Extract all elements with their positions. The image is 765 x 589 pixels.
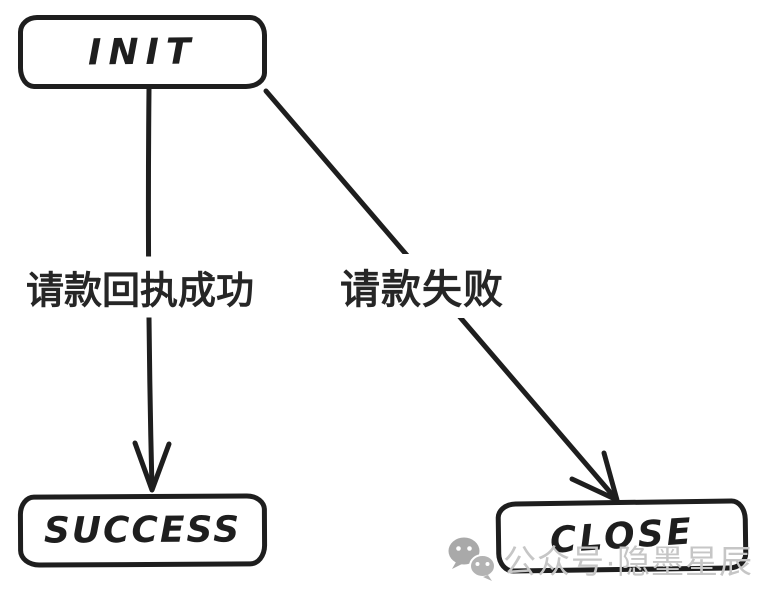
edge-init-success-arrowhead xyxy=(132,440,172,493)
edge-label-receipt-success: 请款回执成功 xyxy=(23,256,257,318)
edge-init-close-arrowhead xyxy=(569,450,620,503)
state-node-init-label: INIT xyxy=(87,31,198,73)
edge-label-payment-fail: 请款失败 xyxy=(338,254,506,318)
state-node-init: INIT xyxy=(18,15,267,89)
